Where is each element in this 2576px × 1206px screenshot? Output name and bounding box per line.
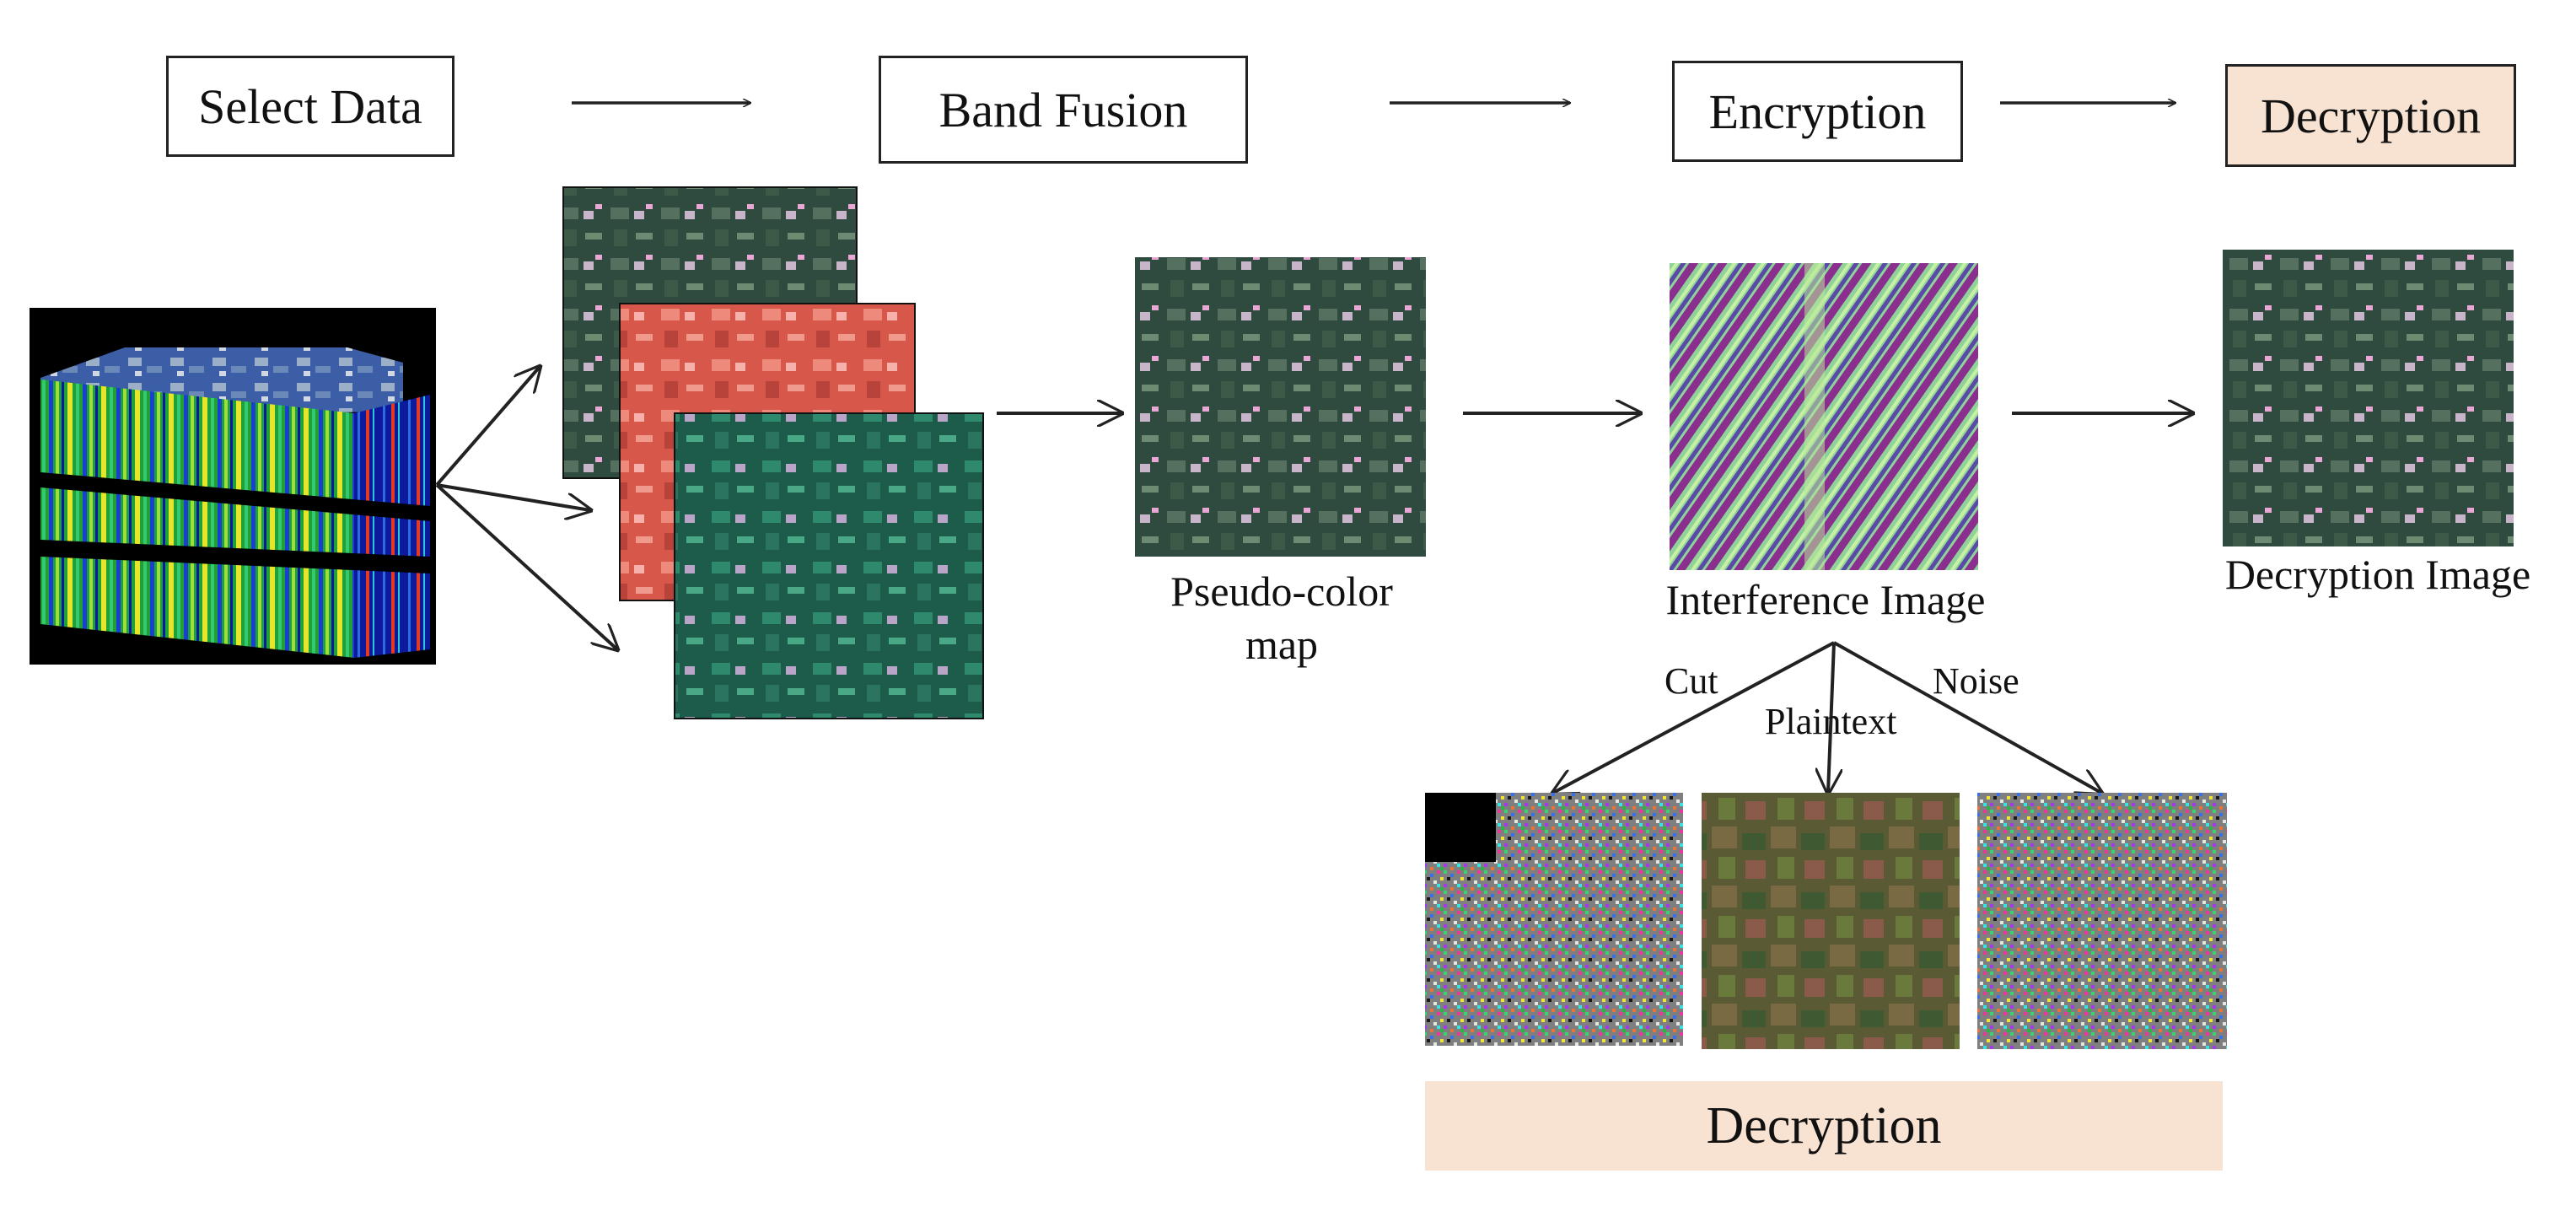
band-fusion-label: Band Fusion: [938, 82, 1188, 137]
branch-arrows: [1553, 641, 2101, 793]
decryption-result-image: [2223, 250, 2514, 546]
plaintext-attack-image: [1702, 793, 1960, 1049]
encryption-label: Encryption: [1708, 83, 1927, 139]
bottom-decryption-banner: Decryption: [1425, 1081, 2223, 1171]
pseudo-color-caption-line2: map: [1245, 620, 1319, 668]
pseudo-color-map-image: [1135, 257, 1426, 557]
noise-attack-image: [1977, 793, 2227, 1049]
decryption-label: Decryption: [2261, 88, 2481, 143]
band-stack: [562, 186, 984, 719]
bottom-decryption-label: Decryption: [1706, 1096, 1942, 1155]
noise-label: Noise: [1933, 660, 2019, 702]
cut-region: [1425, 793, 1496, 862]
pseudo-color-caption: Pseudo-color map: [1130, 565, 1433, 670]
arrow-to-cut: [1553, 641, 1835, 793]
arrow-to-plaintext: [1828, 642, 1834, 793]
decryption-image-caption: Decryption Image: [2224, 551, 2531, 598]
cube-to-bands-arrows: [435, 367, 617, 649]
plaintext-label: Plaintext: [1765, 701, 1897, 742]
select-data-step: Select Data: [166, 56, 454, 157]
arrow-to-noise: [1833, 641, 2101, 793]
select-data-label: Select Data: [198, 78, 422, 134]
band-fusion-step: Band Fusion: [879, 56, 1248, 164]
decryption-step: Decryption: [2225, 64, 2516, 167]
encryption-step: Encryption: [1672, 61, 1963, 162]
hyperspectral-cube-image: [30, 308, 436, 665]
pseudo-color-caption-line1: Pseudo-color: [1170, 568, 1393, 615]
cut-label: Cut: [1664, 660, 1718, 702]
band-image-3: [674, 412, 984, 719]
interference-caption: Interference Image: [1665, 576, 1986, 623]
